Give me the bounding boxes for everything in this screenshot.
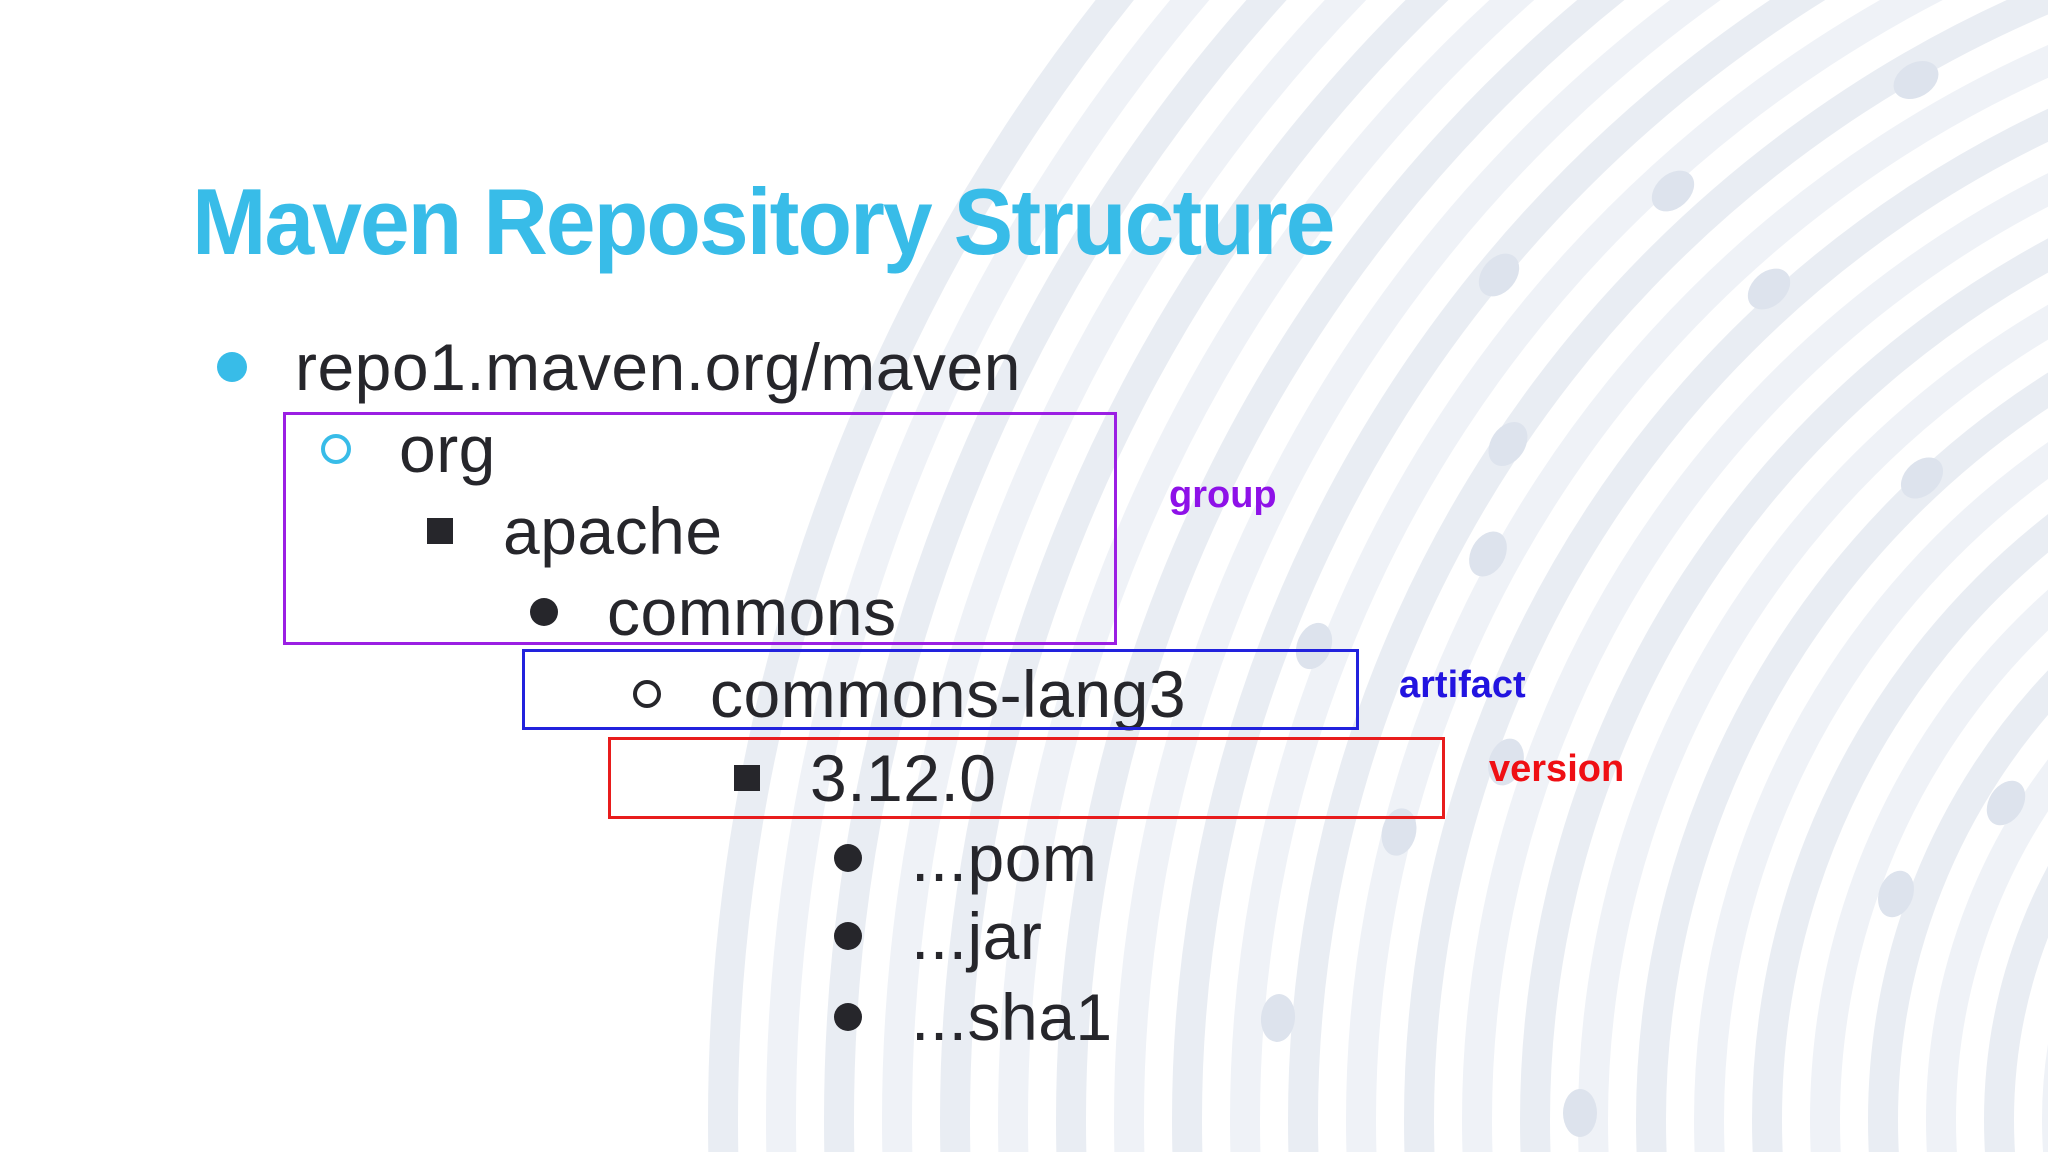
- tree-item-label: ...jar: [911, 899, 1043, 973]
- version-highlight-box: [608, 737, 1445, 819]
- tree-item-label: ...sha1: [911, 980, 1113, 1054]
- version-annotation-label: version: [1489, 748, 1625, 790]
- tree-item-label: apache: [503, 494, 723, 568]
- filled-circle-bullet-icon: [833, 921, 863, 951]
- tree-item-label: ...pom: [911, 821, 1098, 895]
- tree-item-commons: commons: [529, 571, 897, 653]
- tree-item-apache: apache: [425, 490, 723, 572]
- tree-item-commons-lang3: commons-lang3: [632, 653, 1186, 735]
- slide-title: Maven Repository Structure: [192, 169, 1335, 274]
- tree-item-repo: repo1.maven.org/maven: [217, 326, 1021, 408]
- tree-item-label: repo1.maven.org/maven: [295, 330, 1021, 404]
- filled-circle-bullet-icon: [833, 843, 863, 873]
- filled-circle-bullet-icon: [217, 352, 247, 382]
- artifact-annotation-label: artifact: [1399, 664, 1526, 706]
- tree-item-label: commons-lang3: [710, 657, 1187, 731]
- group-annotation-label: group: [1169, 474, 1277, 516]
- pattern-dot: [1563, 1089, 1597, 1137]
- group-highlight-box: [283, 412, 1117, 645]
- tree-item-label: 3.12.0: [810, 741, 997, 815]
- tree-item-jar: ...jar: [833, 895, 1042, 977]
- tree-item-label: commons: [607, 575, 897, 649]
- tree-item-pom: ...pom: [833, 817, 1097, 899]
- tree-item-sha1: ...sha1: [833, 976, 1113, 1058]
- tree-item-version-number: 3.12.0: [732, 737, 997, 819]
- tree-item-label: org: [399, 412, 496, 486]
- tree-item-org: org: [321, 408, 496, 490]
- artifact-highlight-box: [522, 649, 1359, 730]
- filled-circle-bullet-icon: [833, 1002, 863, 1032]
